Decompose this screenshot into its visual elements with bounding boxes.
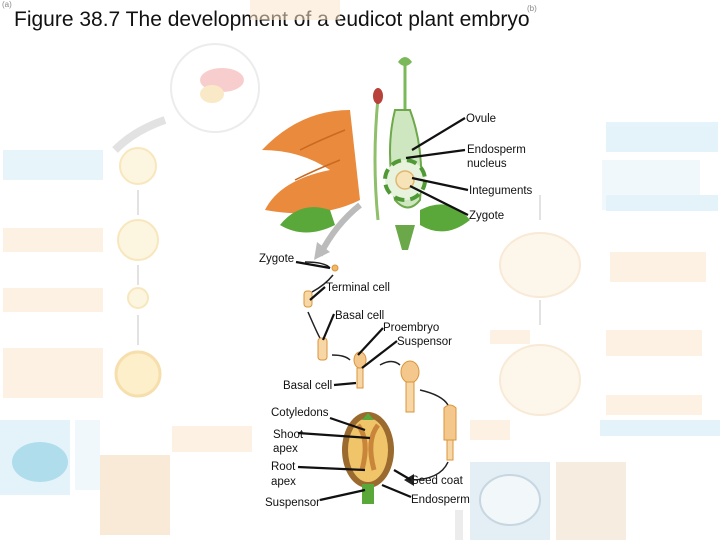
label-integuments: Integuments <box>469 185 533 197</box>
label-zygote-top: Zygote <box>469 210 505 222</box>
pointer-lines <box>295 117 469 502</box>
label-root-apex-line2: apex <box>271 476 296 488</box>
label-endosperm-nucleus-line2: nucleus <box>467 158 507 170</box>
label-shoot-apex-line2: apex <box>273 443 298 455</box>
faded-right-panel <box>250 0 720 540</box>
label-basal-cell-2: Basal cell <box>283 380 333 392</box>
label-ovule: Ovule <box>466 113 497 125</box>
faded-left-panel <box>0 43 260 535</box>
panel-a-marker: (a) <box>2 0 12 9</box>
label-zygote-left: Zygote <box>259 253 295 265</box>
label-seed-coat: Seed coat <box>411 475 463 487</box>
label-shoot-apex-line1: Shoot <box>273 429 304 441</box>
label-endosperm-nucleus-line1: Endosperm <box>467 144 526 156</box>
label-suspensor-1: Suspensor <box>397 336 452 348</box>
label-proembryo: Proembryo <box>383 322 440 334</box>
label-terminal-cell: Terminal cell <box>326 282 390 294</box>
flower-illustration <box>262 57 470 260</box>
label-basal-cell-1: Basal cell <box>335 310 385 322</box>
label-cotyledons: Cotyledons <box>271 407 329 419</box>
label-root-apex-line1: Root <box>271 461 296 473</box>
panel-b-marker: (b) <box>527 4 537 13</box>
label-endosperm: Endosperm <box>411 494 470 506</box>
label-suspensor-2: Suspensor <box>265 497 320 509</box>
